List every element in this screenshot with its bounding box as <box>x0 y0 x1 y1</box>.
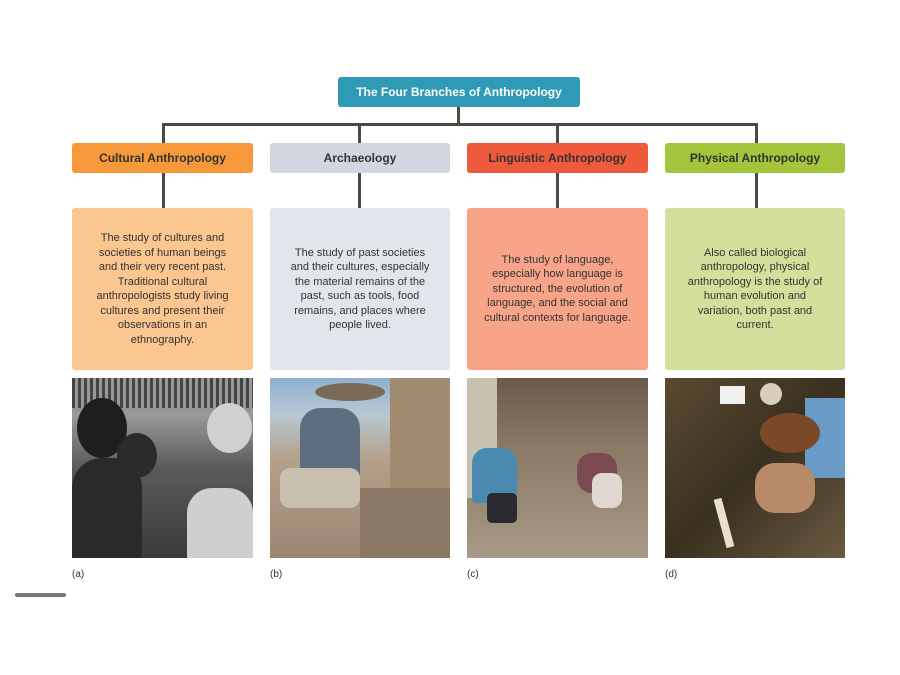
connector-c-top <box>556 123 559 143</box>
linguistic-anthropology-photo <box>467 378 648 558</box>
header-cultural-anthropology: Cultural Anthropology <box>72 143 253 173</box>
header-archaeology: Archaeology <box>270 143 450 173</box>
connector-d-top <box>755 123 758 143</box>
cultural-anthropology-photo <box>72 378 253 558</box>
description-physical-anthropology: Also called biological anthropology, phy… <box>665 208 845 370</box>
archaeology-photo <box>270 378 450 558</box>
connector-b-top <box>358 123 361 143</box>
connector-horizontal <box>162 123 758 126</box>
caption-d: (d) <box>665 569 678 580</box>
connector-d-bottom <box>755 173 758 208</box>
header-linguistic-anthropology: Linguistic Anthropology <box>467 143 648 173</box>
page-indicator-bar <box>15 593 66 597</box>
connector-a-bottom <box>162 173 165 208</box>
caption-b: (b) <box>270 569 283 580</box>
description-cultural-anthropology: The study of cultures and societies of h… <box>72 208 253 370</box>
connector-c-bottom <box>556 173 559 208</box>
connector-a-top <box>162 123 165 143</box>
caption-a: (a) <box>72 569 85 580</box>
caption-c: (c) <box>467 569 479 580</box>
connector-trunk <box>457 107 460 126</box>
connector-b-bottom <box>358 173 361 208</box>
diagram-title: The Four Branches of Anthropology <box>338 77 580 107</box>
description-archaeology: The study of past societies and their cu… <box>270 208 450 370</box>
header-physical-anthropology: Physical Anthropology <box>665 143 845 173</box>
description-text: Also called biological anthropology, phy… <box>687 246 823 332</box>
description-text: The study of cultures and societies of h… <box>96 232 229 346</box>
description-text: The study of past societies and their cu… <box>290 246 430 332</box>
physical-anthropology-photo <box>665 378 845 558</box>
description-linguistic-anthropology: The study of language, especially how la… <box>467 208 648 370</box>
description-text: The study of language, especially how la… <box>484 253 631 324</box>
